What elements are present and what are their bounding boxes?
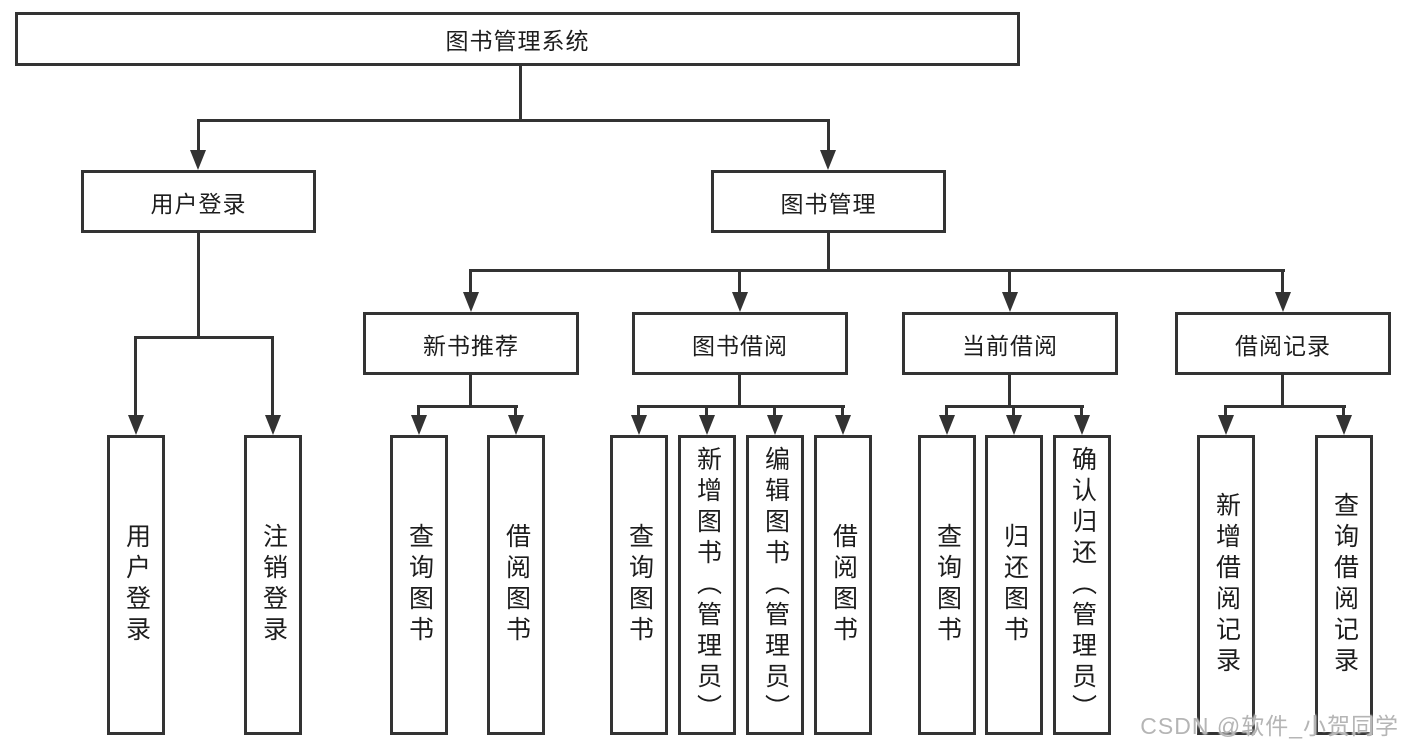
connector-vline bbox=[637, 405, 640, 419]
connector-hline bbox=[134, 336, 274, 339]
node-book-borrow: 图书借阅 bbox=[632, 312, 848, 375]
leaf-query-books-recommend-label: 查询图书 bbox=[405, 523, 434, 647]
leaf-logout: 注销登录 bbox=[244, 435, 302, 735]
leaf-query-borrow-record: 查询借阅记录 bbox=[1315, 435, 1373, 735]
leaf-query-books-current-label: 查询图书 bbox=[933, 523, 962, 647]
connector-vline bbox=[945, 405, 948, 419]
connector-vline bbox=[1281, 375, 1284, 408]
arrow-down-icon bbox=[190, 150, 206, 170]
connector-vline bbox=[827, 233, 830, 272]
connector-vline bbox=[1342, 405, 1345, 419]
node-book-borrow-label: 图书借阅 bbox=[692, 332, 788, 359]
leaf-user-login: 用户登录 bbox=[107, 435, 165, 735]
connector-vline bbox=[271, 336, 274, 419]
leaf-logout-label: 注销登录 bbox=[259, 523, 288, 647]
arrow-down-icon bbox=[463, 292, 479, 312]
leaf-edit-book-admin: 编辑图书（管理员） bbox=[746, 435, 804, 735]
arrow-down-icon bbox=[508, 415, 524, 435]
connector-vline bbox=[738, 269, 741, 296]
node-borrow-records: 借阅记录 bbox=[1175, 312, 1391, 375]
connector-vline bbox=[738, 375, 741, 408]
connector-vline bbox=[705, 405, 708, 419]
connector-vline bbox=[519, 64, 522, 120]
node-user-login: 用户登录 bbox=[81, 170, 316, 233]
arrow-down-icon bbox=[1002, 292, 1018, 312]
leaf-query-books-recommend: 查询图书 bbox=[390, 435, 448, 735]
leaf-borrow-books: 借阅图书 bbox=[814, 435, 872, 735]
leaf-add-borrow-record: 新增借阅记录 bbox=[1197, 435, 1255, 735]
leaf-query-books-borrow-label: 查询图书 bbox=[625, 523, 654, 647]
connector-vline bbox=[1012, 405, 1015, 419]
arrow-down-icon bbox=[1336, 415, 1352, 435]
connector-vline bbox=[134, 336, 137, 419]
connector-hline bbox=[1225, 405, 1346, 408]
arrow-down-icon bbox=[939, 415, 955, 435]
connector-hline bbox=[197, 119, 830, 122]
connector-vline bbox=[1008, 269, 1011, 296]
arrow-down-icon bbox=[1275, 292, 1291, 312]
connector-vline bbox=[469, 269, 472, 296]
node-book-management: 图书管理 bbox=[711, 170, 946, 233]
leaf-query-books-current: 查询图书 bbox=[918, 435, 976, 735]
node-borrow-records-label: 借阅记录 bbox=[1235, 332, 1331, 359]
leaf-confirm-return-admin-label: 确认归还（管理员） bbox=[1068, 445, 1097, 725]
leaf-return-book-label: 归还图书 bbox=[1000, 523, 1029, 647]
node-new-book-recommend-label: 新书推荐 bbox=[423, 332, 519, 359]
connector-hline bbox=[418, 405, 518, 408]
arrow-down-icon bbox=[820, 150, 836, 170]
arrow-down-icon bbox=[1218, 415, 1234, 435]
connector-hline bbox=[638, 405, 845, 408]
connector-hline bbox=[946, 405, 1084, 408]
leaf-add-borrow-record-label: 新增借阅记录 bbox=[1212, 492, 1241, 678]
arrow-down-icon bbox=[265, 415, 281, 435]
leaf-borrow-books-recommend: 借阅图书 bbox=[487, 435, 545, 735]
leaf-user-login-label: 用户登录 bbox=[122, 523, 151, 647]
connector-vline bbox=[1281, 269, 1284, 296]
node-current-borrow: 当前借阅 bbox=[902, 312, 1118, 375]
leaf-confirm-return-admin: 确认归还（管理员） bbox=[1053, 435, 1111, 735]
leaf-query-borrow-record-label: 查询借阅记录 bbox=[1330, 492, 1359, 678]
connector-vline bbox=[197, 233, 200, 339]
node-root-label: 图书管理系统 bbox=[445, 28, 590, 54]
arrow-down-icon bbox=[835, 415, 851, 435]
connector-vline bbox=[417, 405, 420, 419]
connector-hline bbox=[469, 269, 1285, 272]
arrow-down-icon bbox=[631, 415, 647, 435]
arrow-down-icon bbox=[1006, 415, 1022, 435]
connector-vline bbox=[1080, 405, 1083, 419]
leaf-add-book-admin-label: 新增图书（管理员） bbox=[693, 445, 722, 725]
arrow-down-icon bbox=[767, 415, 783, 435]
connector-vline bbox=[1008, 375, 1011, 408]
connector-vline bbox=[841, 405, 844, 419]
leaf-borrow-books-label: 借阅图书 bbox=[829, 523, 858, 647]
connector-vline bbox=[514, 405, 517, 419]
node-user-login-label: 用户登录 bbox=[150, 190, 247, 217]
connector-vline bbox=[469, 375, 472, 408]
leaf-borrow-books-recommend-label: 借阅图书 bbox=[502, 523, 531, 647]
node-new-book-recommend: 新书推荐 bbox=[363, 312, 579, 375]
arrow-down-icon bbox=[732, 292, 748, 312]
leaf-edit-book-admin-label: 编辑图书（管理员） bbox=[761, 445, 790, 725]
arrow-down-icon bbox=[411, 415, 427, 435]
connector-vline bbox=[773, 405, 776, 419]
node-current-borrow-label: 当前借阅 bbox=[962, 332, 1058, 359]
arrow-down-icon bbox=[1074, 415, 1090, 435]
leaf-return-book: 归还图书 bbox=[985, 435, 1043, 735]
arrow-down-icon bbox=[128, 415, 144, 435]
node-book-management-label: 图书管理 bbox=[780, 190, 877, 217]
leaf-query-books-borrow: 查询图书 bbox=[610, 435, 668, 735]
node-root: 图书管理系统 bbox=[15, 12, 1020, 66]
connector-vline bbox=[827, 119, 830, 154]
csdn-watermark: CSDN @软件_小贺同学 bbox=[1140, 713, 1399, 739]
connector-vline bbox=[1224, 405, 1227, 419]
connector-vline bbox=[197, 119, 200, 154]
arrow-down-icon bbox=[699, 415, 715, 435]
leaf-add-book-admin: 新增图书（管理员） bbox=[678, 435, 736, 735]
